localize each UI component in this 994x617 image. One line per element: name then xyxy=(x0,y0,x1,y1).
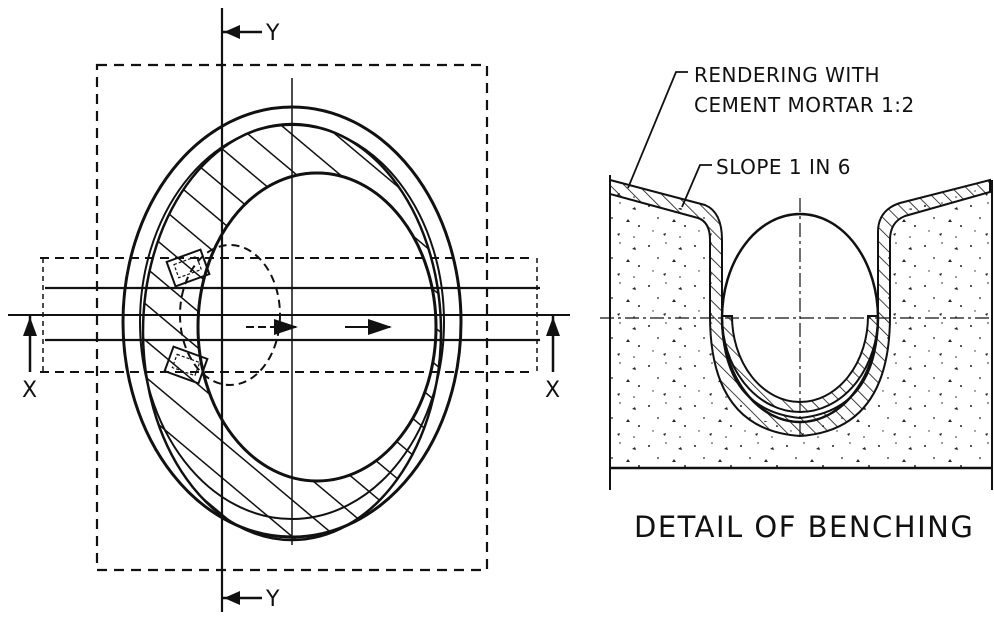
chamber-opening xyxy=(196,171,438,483)
concrete-benching xyxy=(610,186,990,468)
note-rendering-line1: RENDERING WITH xyxy=(694,63,880,87)
note-slope: SLOPE 1 IN 6 xyxy=(716,155,851,179)
svg-text:Y: Y xyxy=(265,587,280,612)
svg-text:X: X xyxy=(545,378,560,403)
rendering-leader xyxy=(627,71,688,189)
benching-detail: RENDERING WITH CEMENT MORTAR 1:2 SLOPE 1… xyxy=(600,63,993,544)
slope-leader xyxy=(681,164,712,208)
svg-text:Y: Y xyxy=(265,21,280,46)
section-x-marker-right: X xyxy=(545,315,560,403)
detail-caption: DETAIL OF BENCHING xyxy=(634,510,974,544)
section-x-marker-left: X xyxy=(22,315,37,403)
svg-text:X: X xyxy=(22,378,37,403)
plan-view: Y Y X X xyxy=(8,8,570,612)
note-rendering-line2: CEMENT MORTAR 1:2 xyxy=(694,93,915,117)
section-y-marker-bottom: Y xyxy=(222,587,280,612)
section-y-marker-top: Y xyxy=(222,21,280,46)
foundation-outline xyxy=(95,63,489,572)
step-irons xyxy=(163,248,211,385)
